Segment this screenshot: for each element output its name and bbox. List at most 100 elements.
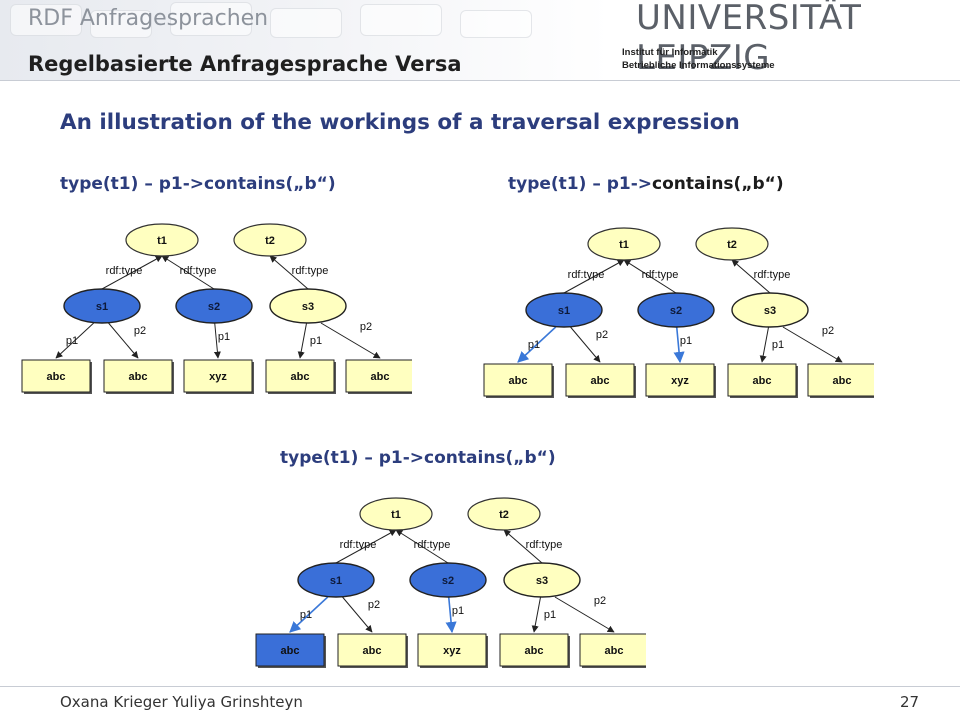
edge-label-p2: p2 [594, 595, 606, 607]
node-label-t2: t2 [727, 239, 737, 251]
leaf-literal-text: abc [291, 371, 310, 383]
node-label-t2: t2 [265, 235, 275, 247]
node-label-s2: s2 [670, 305, 682, 317]
subject-node-s1 [297, 562, 375, 598]
main-heading: An illustration of the workings of a tra… [60, 110, 740, 135]
rdf-type-edge [623, 259, 677, 294]
type-node-t2 [467, 497, 541, 531]
keyboard-key-shape [460, 10, 532, 38]
node-label-t1: t1 [391, 509, 401, 521]
rdf-type-edge [269, 255, 309, 290]
subject-node-s2 [175, 288, 253, 324]
edge-label-p1: p1 [528, 339, 540, 351]
leaf-literal-text: abc [525, 645, 544, 657]
leaf-literal-text: xyz [443, 645, 461, 657]
property-edge [673, 326, 685, 364]
node-label-t2: t2 [499, 509, 509, 521]
leaf-literal-text: abc [371, 371, 390, 383]
presentation-title: RDF Anfragesprachen [28, 6, 269, 31]
edge-label-p2: p2 [822, 325, 834, 337]
traversal-expression-3: type(t1) – p1->contains(„b“) [280, 448, 556, 468]
type-node-t2 [695, 227, 769, 261]
property-edge [782, 326, 843, 363]
leaf-literal-text: abc [591, 375, 610, 387]
edge-label-rdf-type: rdf:type [526, 539, 563, 551]
edge-label-p1: p1 [218, 331, 230, 343]
edge-label-rdf-type: rdf:type [568, 269, 605, 281]
leaf-literal-box [183, 359, 253, 393]
leaf-literal-text: abc [129, 371, 148, 383]
institute-name: Institut für Informatik [622, 47, 718, 58]
header-background [0, 0, 610, 80]
type-node-t1 [587, 227, 661, 261]
leaf-literal-box [255, 633, 325, 667]
property-edge [297, 322, 308, 359]
keyboard-key-shape [90, 10, 152, 38]
node-label-s2: s2 [442, 575, 454, 587]
edge-label-p1: p1 [310, 335, 322, 347]
property-edge [289, 596, 329, 633]
expression-text: type(t1) – p1-> [508, 174, 653, 194]
rdf-type-edge [101, 255, 163, 290]
leaf-literal-text: abc [281, 645, 300, 657]
property-edge [517, 326, 557, 363]
node-label-s2: s2 [208, 301, 220, 313]
keyboard-key-shape [360, 4, 442, 36]
edge-label-rdf-type: rdf:type [642, 269, 679, 281]
university-logo-area [612, 0, 960, 80]
edge-label-p1: p1 [680, 335, 692, 347]
rdf-type-edge [731, 259, 771, 294]
edge-label-p1: p1 [300, 609, 312, 621]
rdf-type-edge [563, 259, 625, 294]
node-label-s3: s3 [536, 575, 548, 587]
edge-label-p1: p1 [544, 609, 556, 621]
rdf-type-edge [395, 529, 449, 564]
footer-divider [0, 686, 960, 687]
edge-label-p2: p2 [368, 599, 380, 611]
leaf-literal-box [483, 363, 553, 397]
expression-text: type(t1) – p1->contains(„b“) [60, 174, 336, 194]
edge-label-p2: p2 [134, 325, 146, 337]
property-edge [108, 322, 139, 359]
property-edge [55, 322, 95, 359]
edge-label-p1: p1 [772, 339, 784, 351]
node-label-t1: t1 [619, 239, 629, 251]
subject-node-s2 [409, 562, 487, 598]
node-label-s1: s1 [558, 305, 570, 317]
edge-label-rdf-type: rdf:type [340, 539, 377, 551]
property-edge [554, 596, 615, 633]
leaf-literal-text: abc [509, 375, 528, 387]
page-number: 27 [900, 693, 920, 711]
subject-node-s2 [637, 292, 715, 328]
leaf-literal-box [645, 363, 715, 397]
subject-node-s3 [731, 292, 809, 328]
rdf-type-edge [503, 529, 543, 564]
property-edge [320, 322, 381, 359]
leaf-literal-box [417, 633, 487, 667]
slide-title: Regelbasierte Anfragesprache Versa [28, 52, 462, 76]
leaf-literal-box [265, 359, 335, 393]
department-name: Betriebliche Informationssysteme [622, 60, 775, 71]
edge-label-p1: p1 [452, 605, 464, 617]
leaf-literal-text: abc [753, 375, 772, 387]
subject-node-s1 [63, 288, 141, 324]
expression-text: type(t1) – p1->contains(„b“) [280, 448, 556, 468]
expression-highlight: contains(„b“) [652, 174, 784, 194]
edge-label-rdf-type: rdf:type [180, 265, 217, 277]
leaf-literal-box [499, 633, 569, 667]
keyboard-key-shape [10, 4, 82, 36]
node-label-s3: s3 [764, 305, 776, 317]
leaf-literal-box [727, 363, 797, 397]
leaf-literal-text: xyz [209, 371, 227, 383]
node-label-t1: t1 [157, 235, 167, 247]
edge-label-p1: p1 [66, 335, 78, 347]
edge-label-rdf-type: rdf:type [414, 539, 451, 551]
node-label-s1: s1 [96, 301, 108, 313]
edge-label-rdf-type: rdf:type [292, 265, 329, 277]
edge-label-p2: p2 [596, 329, 608, 341]
